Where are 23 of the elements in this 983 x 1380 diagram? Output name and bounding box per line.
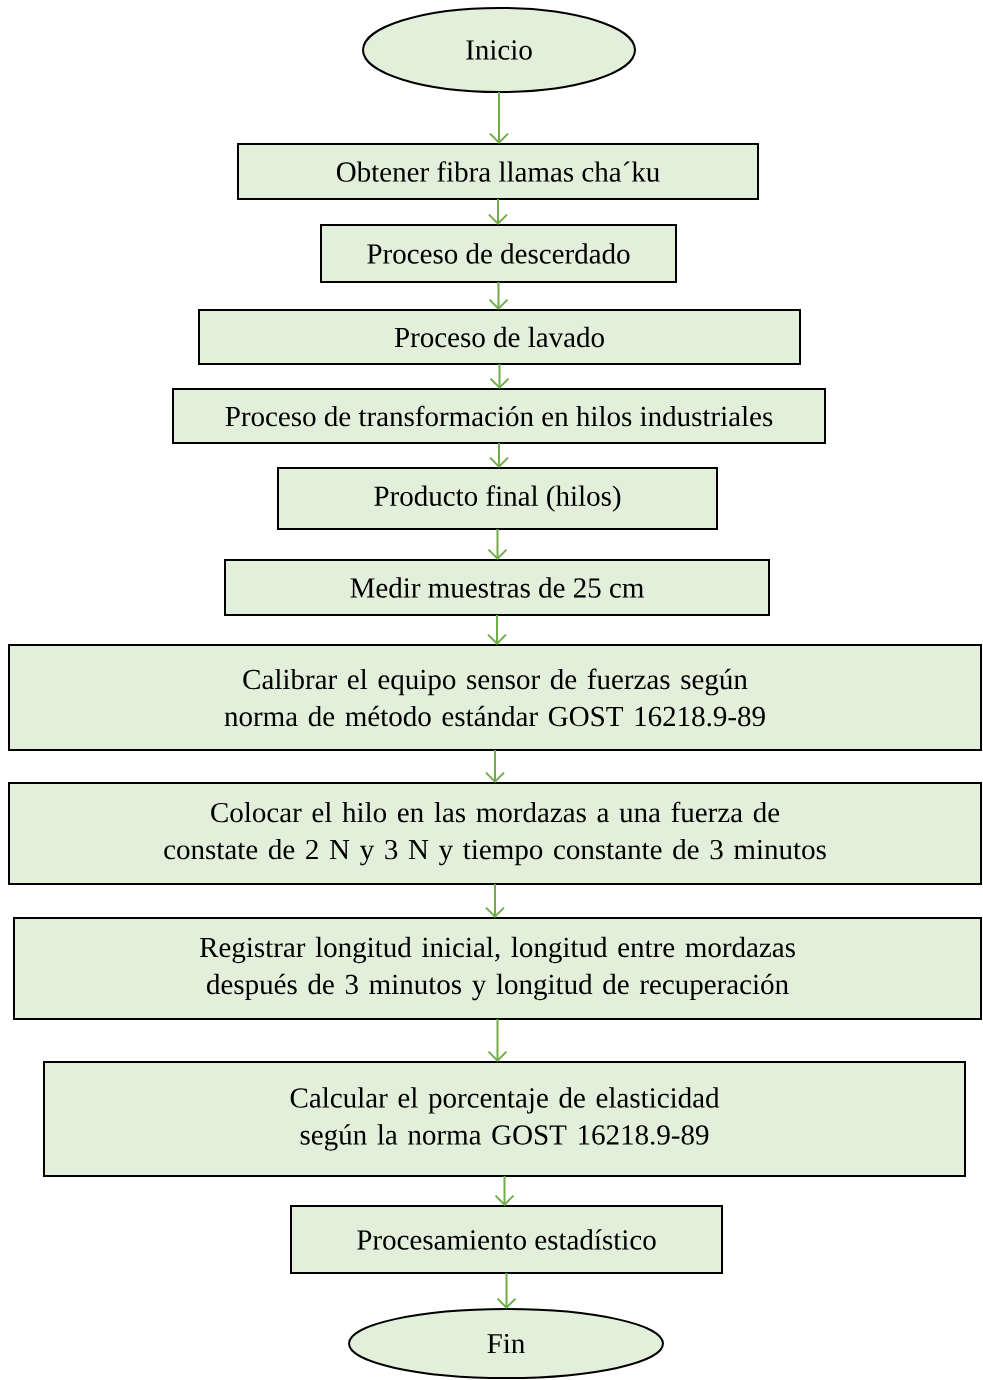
process-box: Proceso de transformación en hilos industriales (172, 388, 826, 444)
arrow (485, 749, 505, 783)
arrow (489, 442, 509, 468)
arrow (488, 281, 509, 310)
process-box: Calcular el porcentaje de elasticidad según la norma GOST 16218.9-89 (43, 1061, 966, 1177)
arrow (494, 1175, 515, 1206)
arrow (489, 91, 509, 144)
process-box: Procesamiento estadístico (290, 1205, 723, 1274)
process-box: Colocar el hilo en las mordazas a una fuerza de constate de 2 N y 3 N y tiempo constante de 3 minutos (8, 782, 982, 885)
arrow (487, 614, 507, 645)
process-box: Proceso de descerdado (320, 224, 677, 283)
arrow (488, 198, 508, 225)
arrow (487, 528, 508, 560)
arrow (489, 363, 510, 389)
process-box: Obtener fibra llamas cha´ku (237, 143, 759, 200)
process-box: Medir muestras de 25 cm (224, 559, 770, 616)
arrow (487, 1018, 508, 1062)
arrow (496, 1272, 517, 1309)
process-box: Proceso de lavado (198, 309, 801, 365)
arrow (485, 883, 505, 918)
process-box: Calibrar el equipo sensor de fuerzas según norma de método estándar GOST 16218.9-89 (8, 644, 982, 751)
process-box: Registrar longitud inicial, longitud entre mordazas después de 3 minutos y longitud de recuperación (13, 917, 982, 1020)
process-box: Producto final (hilos) (277, 467, 718, 530)
